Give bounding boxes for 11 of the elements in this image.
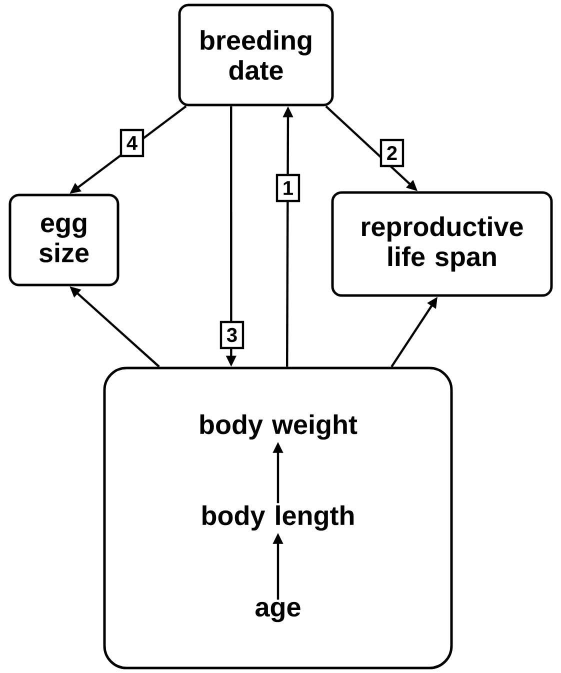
group-box [103, 366, 453, 670]
process-box: breeding date [178, 4, 334, 106]
edge-label: 2 [380, 138, 404, 168]
edge-label: 1 [276, 174, 300, 202]
edge-label: 4 [120, 128, 144, 158]
edge-label: 3 [220, 320, 244, 350]
node-text: body length [202, 505, 354, 531]
node-text: age [256, 602, 300, 622]
process-box: reproductive life span [331, 191, 553, 297]
process-box: egg size [8, 194, 120, 286]
node-text: body weight [200, 414, 358, 440]
